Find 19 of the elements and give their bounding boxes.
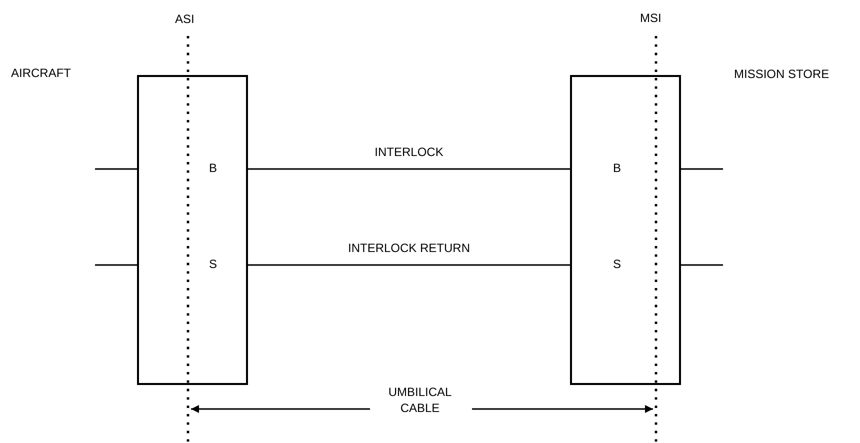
pin-label: S bbox=[613, 257, 622, 271]
wire bbox=[248, 168, 570, 170]
wire bbox=[248, 264, 570, 266]
dimension-label: UMBILICAL CABLE bbox=[387, 384, 453, 416]
interface-label: MSI bbox=[640, 11, 662, 25]
side-label: AIRCRAFT bbox=[11, 66, 71, 80]
connector-box bbox=[570, 75, 681, 385]
interface-label: ASI bbox=[175, 12, 194, 26]
side-label: MISSION STORE bbox=[734, 67, 830, 81]
edge-label: INTERLOCK bbox=[374, 145, 444, 159]
wire bbox=[681, 264, 723, 266]
connector-box bbox=[137, 75, 248, 385]
wire bbox=[681, 168, 723, 170]
pin-label: B bbox=[613, 161, 622, 175]
wire bbox=[95, 264, 137, 266]
pin-label: S bbox=[209, 257, 218, 271]
pin-label: B bbox=[209, 161, 218, 175]
wire bbox=[95, 168, 137, 170]
edge-label: INTERLOCK RETURN bbox=[348, 241, 470, 255]
